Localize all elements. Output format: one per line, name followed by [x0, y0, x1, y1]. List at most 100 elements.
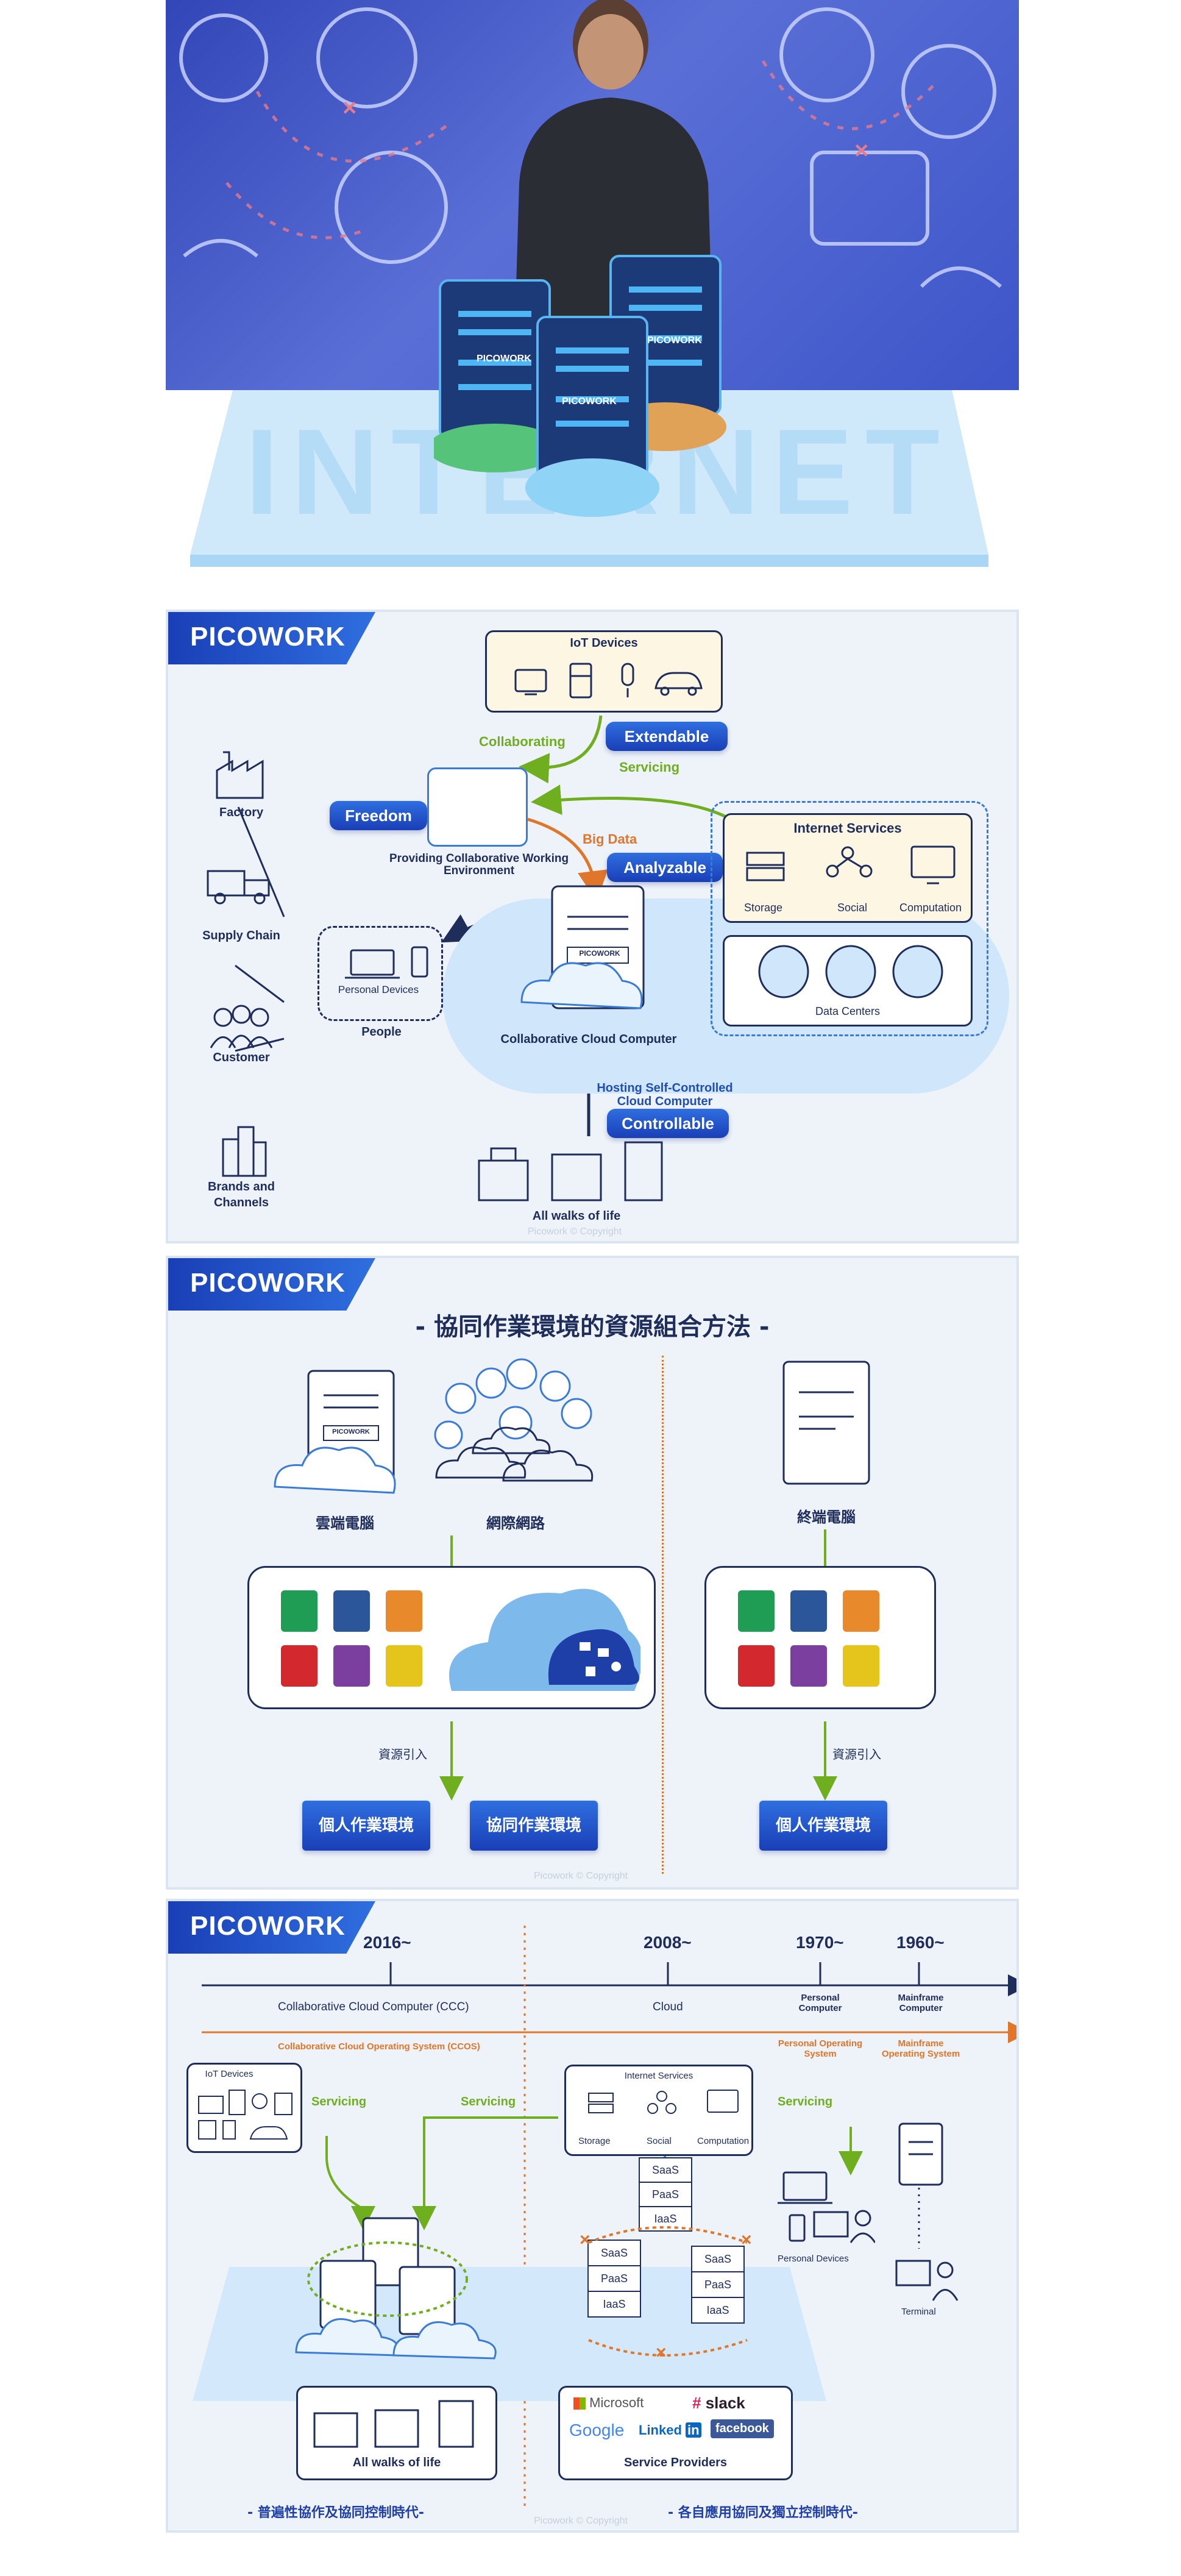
- servicing-label-3: Servicing: [778, 2095, 833, 2108]
- microsoft-logo: Microsoft: [573, 2395, 644, 2411]
- personal-env-left: 個人作業環境: [302, 1801, 430, 1851]
- svg-text:×: ×: [741, 2230, 752, 2250]
- dotted-divider: [662, 1356, 664, 1874]
- service-icons: [588, 2090, 739, 2114]
- servicing-label: Servicing: [619, 760, 680, 775]
- city-buildings-icon: [478, 1141, 663, 1201]
- panel-ecosystem: PICOWORK IoT Devices Collaborating Exten…: [166, 610, 1019, 1244]
- pdf-icon: [738, 1645, 775, 1687]
- supply-chain-icon: [207, 870, 270, 905]
- social-label: Social: [647, 2136, 672, 2146]
- microsoft-text: Microsoft: [589, 2395, 644, 2410]
- personal-devices-label: Personal Devices: [778, 2254, 849, 2264]
- walks-of-life-label: All walks of life: [532, 1209, 621, 1223]
- customer-icon: [210, 1005, 273, 1048]
- cloud-pc-icon: [274, 1370, 396, 1494]
- video-file-icon: [843, 1645, 879, 1687]
- facebook-logo: facebook: [711, 2419, 774, 2438]
- svg-text:×: ×: [854, 137, 868, 164]
- personal-devices-icon: [778, 2171, 875, 2243]
- year-1960: 1960~: [896, 1933, 945, 1952]
- picowork-logo: PICOWORK: [190, 1911, 346, 1941]
- computation-label: Computation: [899, 902, 962, 914]
- paas-layer: PaaS: [587, 2266, 641, 2292]
- iaas-layer: IaaS: [639, 2207, 692, 2232]
- spreadsheet-icon: [738, 1590, 775, 1632]
- controllable-badge: Controllable: [607, 1109, 729, 1138]
- hero-section: × × INTERNET PICOWORK: [166, 0, 1019, 585]
- cloud-pc-label: 雲端電腦: [316, 1515, 374, 1532]
- saas-stack-center: SaaS PaaS IaaS: [639, 2157, 692, 2232]
- year-1970: 1970~: [796, 1933, 844, 1952]
- computation-label: Computation: [697, 2136, 750, 2146]
- svg-text:×: ×: [342, 94, 356, 121]
- cloud-apps-icon: [449, 1589, 640, 1691]
- saas-stack-right: SaaS PaaS IaaS: [691, 2246, 745, 2324]
- big-data-label: Big Data: [583, 831, 637, 847]
- social-label: Social: [837, 902, 868, 914]
- document-icon: [333, 1590, 370, 1632]
- freedom-badge: Freedom: [330, 801, 427, 830]
- picowork-logo: PICOWORK: [190, 1268, 346, 1298]
- mainframe-os-label: Mainframe Operating System: [881, 2038, 960, 2059]
- server-brand-label: PICOWORK: [647, 335, 702, 346]
- cloud-pc-brand: PICOWORK: [332, 1428, 370, 1436]
- personal-devices-frame: [317, 926, 443, 1021]
- logo-tab: [168, 612, 375, 664]
- personal-devices-label: Personal Devices: [338, 984, 419, 995]
- ccc-label: Collaborative Cloud Computer: [500, 1033, 677, 1046]
- svg-text:×: ×: [580, 2230, 590, 2250]
- era-right-label: - 各自應用協同及獨立控制時代-: [668, 2505, 858, 2521]
- right-file-icons: [738, 1590, 890, 1687]
- customer-label: Customer: [213, 1051, 270, 1064]
- factory-icon: [216, 751, 264, 799]
- analyzable-badge: Analyzable: [607, 853, 723, 882]
- slack-text: slack: [705, 2394, 745, 2412]
- left-file-icons: [281, 1590, 433, 1687]
- hero-servers: [434, 255, 726, 517]
- iot-devices-title: IoT Devices: [570, 636, 638, 650]
- import-label-left: 資源引入: [378, 1747, 427, 1762]
- service-icons: [746, 845, 956, 884]
- internet-services-title: Internet Services: [624, 2071, 693, 2081]
- watermark: Picowork © Copyright: [534, 1871, 628, 1881]
- providing-env-label: Providing Collaborative Working Environm…: [389, 853, 569, 877]
- chart-file-icon: [386, 1590, 422, 1632]
- year-2016: 2016~: [363, 1933, 411, 1952]
- storage-label: Storage: [578, 2136, 611, 2146]
- logo-tab: [168, 1258, 375, 1311]
- panel-timeline: PICOWORK 2016~ 2008~ 1970~ 1960~ Collabo…: [166, 1899, 1019, 2533]
- personal-os-label: Personal Operating System: [778, 2038, 863, 2059]
- year-2008: 2008~: [644, 1933, 692, 1952]
- collaborating-label: Collaborating: [479, 734, 566, 749]
- resources-title: - 協同作業環境的資源組合方法 -: [415, 1313, 770, 1341]
- walks-of-life-label: All walks of life: [352, 2456, 441, 2469]
- slack-logo: # slack: [692, 2394, 745, 2413]
- logo-tab: [168, 1901, 375, 1954]
- iot-devices-box: [485, 630, 723, 713]
- brands-icon: [222, 1126, 267, 1177]
- internet-services-title: Internet Services: [793, 820, 902, 836]
- internet-services-box: [564, 2065, 753, 2156]
- image-file-icon: [333, 1645, 370, 1687]
- terminal-icon: [895, 2260, 959, 2301]
- timeline-lines: [202, 1926, 1016, 2511]
- import-label-right: 資源引入: [832, 1747, 881, 1762]
- server-brand-label: PICOWORK: [562, 396, 617, 407]
- document-icon: [790, 1590, 827, 1632]
- hero-network-illustration: × ×: [179, 7, 1002, 288]
- saas-layer: SaaS: [587, 2240, 641, 2266]
- google-logo: Google: [569, 2421, 625, 2439]
- linkedin-text: Linked: [639, 2422, 682, 2438]
- services-dashed-frame: [711, 801, 988, 1036]
- watermark: Picowork © Copyright: [528, 1226, 622, 1237]
- mainframe-icon: [898, 2122, 943, 2186]
- factory-label: Factory: [219, 806, 264, 819]
- personal-env-right: 個人作業環境: [759, 1801, 887, 1851]
- ccos-label: Collaborative Cloud Operating System (CC…: [278, 2041, 480, 2052]
- mainframe-computer-label: Mainframe Computer: [898, 1993, 944, 2013]
- servicing-label-1: Servicing: [311, 2095, 367, 2108]
- saas-layer: SaaS: [639, 2157, 692, 2183]
- microsoft-squares-icon: [573, 2397, 586, 2410]
- watermark: Picowork © Copyright: [534, 2516, 628, 2526]
